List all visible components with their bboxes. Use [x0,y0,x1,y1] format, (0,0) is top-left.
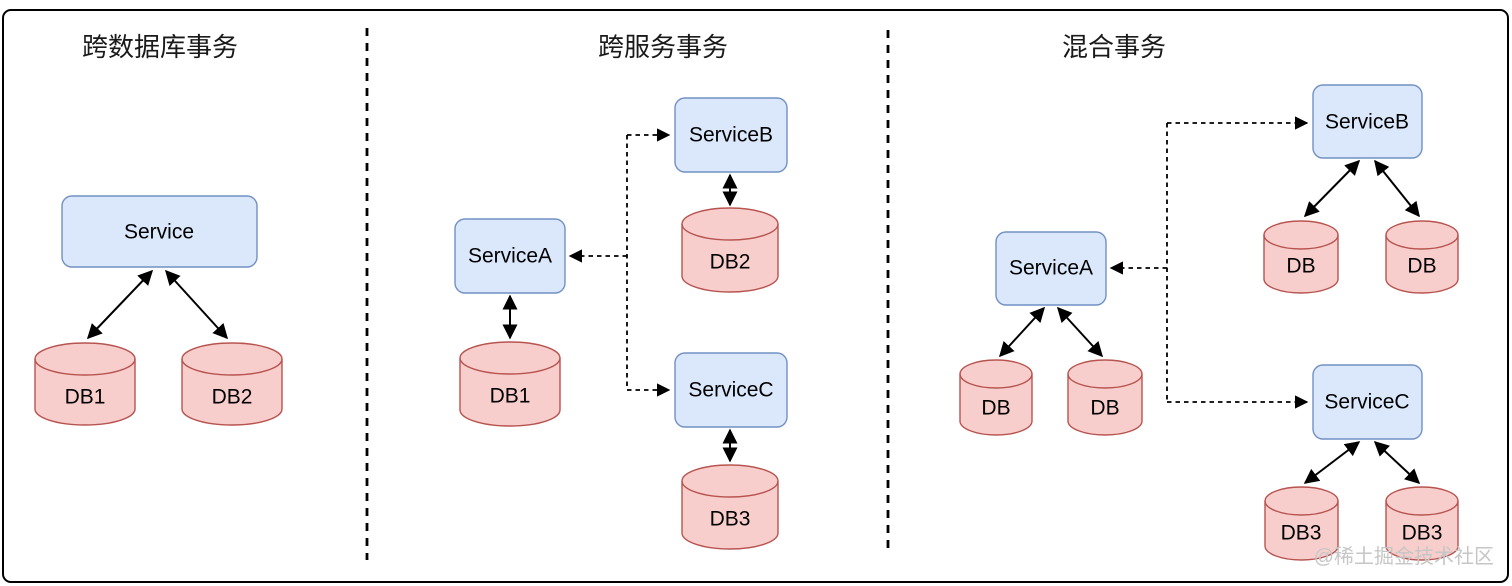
canvas-border [2,9,1509,583]
node-db2: DB2 [181,342,283,426]
db3-label: DB3 [1402,522,1443,545]
service-c-box [1312,364,1423,440]
db3-cylinder-rim [681,480,779,498]
db3-label: DB3 [710,508,751,531]
node-db1: DB1 [459,341,561,427]
arrow-service-b-db-left [1303,159,1361,218]
db3-label: DB3 [1281,522,1322,545]
panel-mixed-transaction: 混合事务 ServiceA ServiceB ServiceC DB [959,32,1459,561]
db3-cylinder-rim [1264,500,1339,516]
node-db-b-left: DB [1263,220,1339,294]
node-db3: DB3 [681,464,779,550]
arrow-service-db1 [86,269,154,340]
db2-cylinder [181,342,283,426]
node-db-c-left: DB3 [1264,486,1339,561]
db-cylinder [1067,359,1143,436]
db-cylinder [1263,220,1339,294]
service-b-box [1312,84,1423,159]
service-a-box [454,218,566,294]
db1-cylinder-rim [459,357,561,375]
node-service-b: ServiceB [674,97,788,173]
db1-label: DB1 [490,385,531,408]
node-db2: DB2 [681,207,779,293]
service-label: Service [124,221,194,244]
panel-cross-service-transaction: 跨服务事务 ServiceA ServiceB ServiceC DB1 [454,32,788,550]
watermark-text: @稀土掘金技术社区 [1314,545,1494,568]
node-service: Service [61,195,258,268]
panel-title: 跨数据库事务 [82,32,238,62]
service-a-label: ServiceA [468,245,552,268]
service-c-box [674,352,788,428]
panel-cross-database-transaction: 跨数据库事务 Service DB1 DB2 [34,32,283,426]
service-a-box [995,231,1107,306]
db-cylinder-rim [959,373,1033,389]
service-a-label: ServiceA [1009,257,1093,280]
panel-title: 混合事务 [1062,32,1166,62]
node-service-b: ServiceB [1312,84,1423,159]
db2-label: DB2 [212,386,253,409]
service-b-label: ServiceB [689,124,773,147]
node-db-a-left: DB [959,359,1033,436]
db3-cylinder [1385,486,1459,561]
arrow-service-a-db-right [1056,306,1104,358]
service-b-label: ServiceB [1325,111,1409,134]
panel-title: 跨服务事务 [598,32,728,62]
arrow-service-a-db-left [998,306,1046,358]
arrow-service-c-db-right [1373,440,1421,485]
service-b-box [674,97,788,173]
db-cylinder [959,359,1033,436]
service-c-label: ServiceC [1324,391,1409,414]
arrow-service-b-db-right [1374,159,1420,218]
node-service-a: ServiceA [995,231,1107,306]
db2-cylinder [681,207,779,293]
arrow-service-db2 [164,269,229,340]
db2-label: DB2 [710,251,751,274]
db-cylinder-rim [1385,234,1459,250]
node-db-c-right: DB3 [1385,486,1459,561]
db3-cylinder-rim [1385,500,1459,516]
db-label: DB [1407,255,1436,278]
db2-cylinder-rim [181,358,283,376]
node-service-a: ServiceA [454,218,566,294]
db1-cylinder-rim [34,358,136,376]
db2-cylinder-rim [681,223,779,241]
db-cylinder [1385,220,1459,294]
db-label: DB [1286,255,1315,278]
service-c-label: ServiceC [688,379,773,402]
node-db-a-right: DB [1067,359,1143,436]
arrow-service-c-db-left [1303,441,1361,484]
db3-cylinder [681,464,779,550]
db-label: DB [981,397,1010,420]
db-cylinder-rim [1067,373,1143,389]
service-box [61,195,258,268]
db3-cylinder [1264,486,1339,561]
node-db-b-right: DB [1385,220,1459,294]
db1-cylinder [459,341,561,427]
node-service-c: ServiceC [674,352,788,428]
db-cylinder-rim [1263,234,1339,250]
node-db1: DB1 [34,342,136,426]
db1-cylinder [34,342,136,426]
db-label: DB [1090,397,1119,420]
node-service-c: ServiceC [1312,364,1423,440]
db1-label: DB1 [65,386,106,409]
